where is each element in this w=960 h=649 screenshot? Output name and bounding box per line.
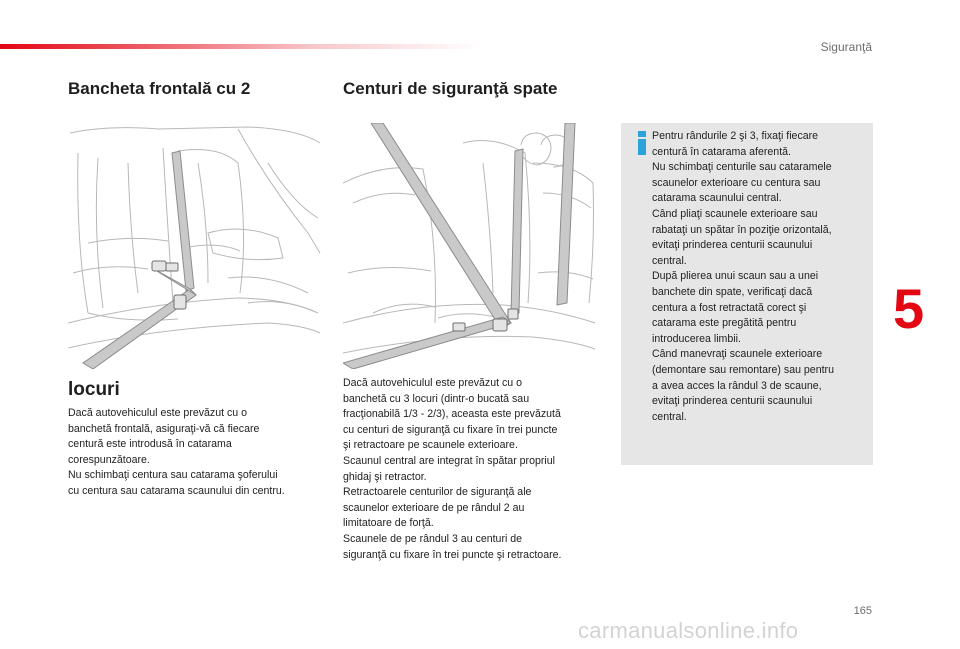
middle-paragraph-line: scaunelor exterioare de pe rândul 2 au (343, 501, 525, 514)
page-number: 165 (853, 605, 872, 617)
middle-paragraph-line: banchetă cu 3 locuri (dintr-o bucată sau (343, 392, 530, 405)
info-line: centură în catarama aferentă. (652, 145, 791, 158)
rear-seat-belts-illustration (343, 123, 597, 369)
info-line: Când pliaţi scaunele exterioare sau (652, 207, 818, 220)
middle-paragraph-line: şi retractoare pe scaunele exterioare. (343, 439, 518, 452)
info-line: a avea acces la rândul 3 de scaune, (652, 379, 822, 392)
left-paragraph-line: Nu schimbaţi centura sau catarama şoferu… (68, 469, 278, 482)
middle-paragraph-line: Retractoarele centurilor de siguranţă al… (343, 486, 532, 499)
info-box: Pentru rândurile 2 şi 3, fixaţi fiecare … (621, 123, 873, 465)
info-line: (demontare sau remontare) sau pentru (652, 363, 834, 376)
left-paragraph-line: corespunzătoare. (68, 453, 150, 466)
left-paragraph-line: cu centura sau catarama scaunului din ce… (68, 484, 285, 497)
info-line: Pentru rândurile 2 şi 3, fixaţi fiecare (652, 130, 819, 142)
left-paragraph: Dacă autovehiculul este prevăzut cu o ba… (68, 406, 285, 500)
info-line: evitaţi prinderea centurii scaunului (652, 239, 813, 252)
middle-paragraph-line: cu centuri de siguranţă cu fixare în tre… (343, 423, 558, 436)
info-line: scaunelor exterioare cu centura sau (652, 176, 821, 189)
section-label: Siguranţă (820, 40, 872, 54)
middle-section-title: Centuri de siguranţă spate (343, 79, 558, 98)
left-section-title: Bancheta frontală cu 2 (68, 79, 251, 98)
middle-paragraph: Dacă autovehiculul este prevăzut cu o ba… (343, 376, 561, 563)
middle-paragraph-line: fracţionabilă 1/3 - 2/3), aceasta este p… (343, 408, 561, 421)
info-icon (635, 131, 649, 155)
info-line: centura a fost retractată corect şi (652, 301, 807, 314)
middle-paragraph-line: limitatoare de forţă. (343, 517, 434, 530)
left-paragraph-line: centură este introdusă în catarama (68, 438, 232, 451)
middle-paragraph-line: siguranţă cu fixare în trei puncte şi re… (343, 548, 562, 561)
info-line: catarama este pregătită pentru (652, 317, 797, 330)
info-text: Pentru rândurile 2 şi 3, fixaţi fiecare … (652, 129, 834, 425)
middle-paragraph-line: ghidaj şi retractor. (343, 470, 427, 483)
left-section-subtitle: locuri (68, 379, 120, 400)
middle-paragraph-line: Dacă autovehiculul este prevăzut cu o (343, 377, 523, 389)
left-paragraph-line: banchetă frontală, asiguraţi-vă că fieca… (68, 422, 260, 435)
middle-paragraph-line: Scaunele de pe rândul 3 au centuri de (343, 532, 523, 545)
info-line: După plierea unui scaun sau a unei (652, 270, 819, 283)
info-line: catarama scaunului central. (652, 192, 782, 205)
watermark: carmanualsonline.info (578, 618, 799, 643)
header-accent-bar (0, 44, 480, 49)
info-line: central. (652, 254, 687, 267)
middle-paragraph-line: Scaunul central are integrat în spătar p… (343, 454, 555, 467)
info-line: banchete din spate, verificaţi dacă (652, 285, 813, 298)
info-line: rabataţi un spătar în poziţie orizontală… (652, 223, 832, 236)
front-bench-illustration (68, 123, 322, 369)
info-line: Nu schimbaţi centurile sau cataramele (652, 161, 832, 174)
info-line: Când manevraţi scaunele exterioare (652, 348, 823, 361)
chapter-number: 5 (893, 277, 925, 340)
info-line: central. (652, 410, 687, 423)
info-line: evitaţi prinderea centurii scaunului (652, 395, 813, 408)
left-paragraph-line: Dacă autovehiculul este prevăzut cu o (68, 407, 248, 419)
info-line: introducerea limbii. (652, 332, 741, 345)
